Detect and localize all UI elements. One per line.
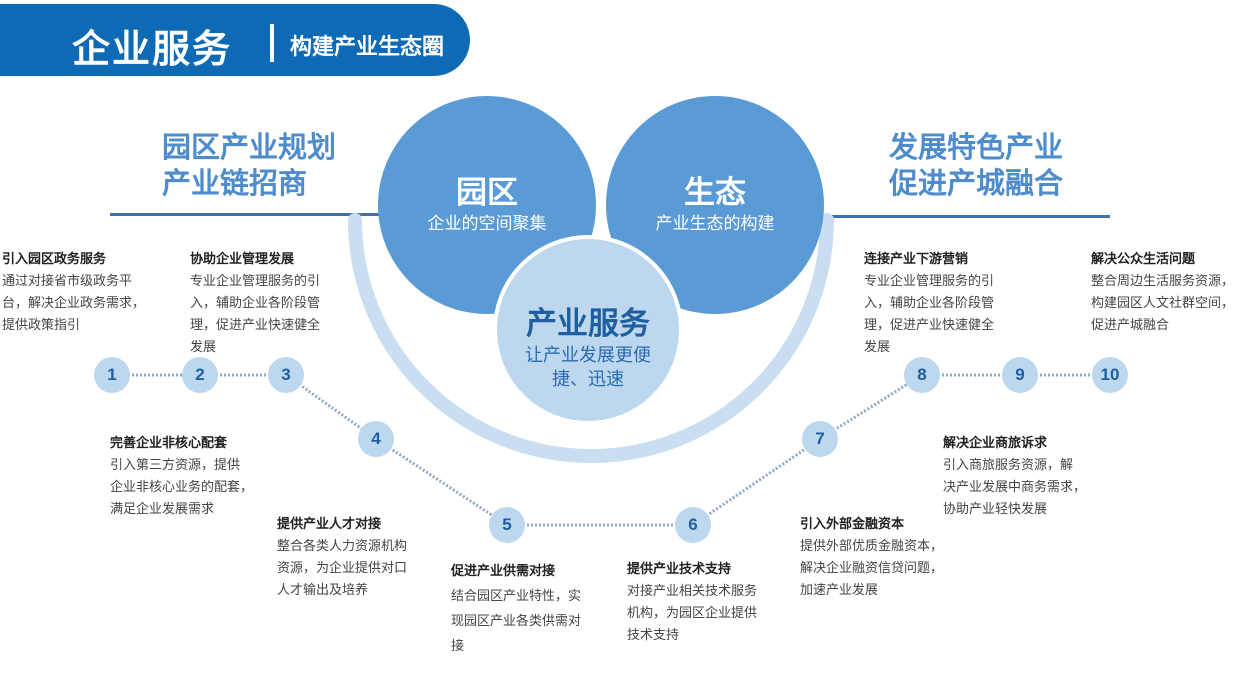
step-node-2: 2 — [182, 357, 218, 393]
step-10-text: 整合周边生活服务资源， 构建园区人文社群空间， 促进产城融合 — [1091, 273, 1235, 332]
right-heading-line2: 促进产城融合 — [889, 168, 1064, 200]
step-node-4: 4 — [358, 421, 394, 457]
step-node-3: 3 — [268, 357, 304, 393]
step-7-desc: 引入外部金融资本 提供外部优质金融资本， 解决企业融资信贷问题， 加速产业发展 — [800, 513, 970, 601]
circle-service-subtitle-line1: 让产业发展更便 — [525, 345, 651, 365]
circle-ecology: 生态 产业生态的构建 — [606, 96, 824, 314]
page-title: 企业服务 — [72, 29, 233, 71]
step-node-9: 9 — [1002, 357, 1038, 393]
circle-service: 产业服务 让产业发展更便 捷、迅速 — [493, 235, 683, 425]
left-heading: 园区产业规划 产业链招商 — [162, 130, 336, 202]
step-2-text: 专业企业管理服务的引 入，辅助企业各阶段管 理，促进产业快速健全 发展 — [190, 273, 321, 354]
step-node-1: 1 — [94, 357, 130, 393]
step-6-title: 提供产业技术支持 — [627, 561, 732, 576]
step-node-5: 5 — [489, 507, 525, 543]
step-3-title: 完善企业非核心配套 — [110, 435, 228, 450]
step-10-desc: 解决公众生活问题 整合周边生活服务资源， 构建园区人文社群空间， 促进产城融合 — [1091, 248, 1243, 336]
step-4-title: 提供产业人才对接 — [277, 516, 382, 531]
step-5-desc: 促进产业供需对接 结合园区产业特性，实 现园区产业各类供需对 接 — [451, 558, 611, 658]
step-3-text: 引入第三方资源，提供 企业非核心业务的配套， 满足企业发展需求 — [110, 457, 254, 516]
step-4-text: 整合各类人力资源机构 资源，为企业提供对口 人才输出及培养 — [277, 538, 408, 597]
step-9-title: 解决企业商旅诉求 — [943, 435, 1048, 450]
circle-ecology-title: 生态 — [684, 175, 746, 210]
step-7-title: 引入外部金融资本 — [800, 516, 905, 531]
step-2-desc: 协助企业管理发展 专业企业管理服务的引 入，辅助企业各阶段管 理，促进产业快速健… — [190, 248, 350, 358]
step-5-text: 结合园区产业特性，实 现园区产业各类供需对 接 — [451, 588, 582, 653]
right-heading: 发展特色产业 促进产城融合 — [889, 130, 1063, 202]
left-heading-line1: 园区产业规划 — [162, 132, 337, 164]
step-9-desc: 解决企业商旅诉求 引入商旅服务资源，解 决产业发展中商务需求， 协助产业轻快发展 — [943, 432, 1113, 520]
right-heading-line1: 发展特色产业 — [889, 132, 1064, 164]
step-5-title: 促进产业供需对接 — [451, 563, 556, 578]
circle-park-subtitle: 企业的空间聚集 — [427, 214, 547, 233]
circle-park-title: 园区 — [456, 175, 518, 210]
step-4-desc: 提供产业人才对接 整合各类人力资源机构 资源，为企业提供对口 人才输出及培养 — [277, 513, 437, 601]
circle-service-subtitle-line2: 捷、迅速 — [552, 369, 624, 389]
page-subtitle: 构建产业生态圈 — [290, 34, 445, 59]
step-node-10: 10 — [1092, 357, 1128, 393]
circle-ecology-subtitle: 产业生态的构建 — [655, 214, 775, 233]
connector-7-8 — [819, 373, 923, 441]
step-1-text: 通过对接省市级政务平 台，解决企业政务需求， 提供政策指引 — [2, 273, 146, 332]
left-heading-rule — [110, 213, 390, 216]
step-7-text: 提供外部优质金融资本， 解决企业融资信贷问题， 加速产业发展 — [800, 538, 944, 597]
step-6-desc: 提供产业技术支持 对接产业相关技术服务 机构，为园区企业提供 技术支持 — [627, 558, 787, 646]
step-node-8: 8 — [904, 357, 940, 393]
header-divider — [270, 24, 274, 62]
step-node-7: 7 — [802, 421, 838, 457]
outer-arc — [348, 213, 834, 463]
step-1-desc: 引入园区政务服务 通过对接省市级政务平 台，解决企业政务需求， 提供政策指引 — [2, 248, 162, 336]
step-2-title: 协助企业管理发展 — [190, 251, 295, 266]
right-heading-rule — [820, 215, 1110, 218]
step-9-text: 引入商旅服务资源，解 决产业发展中商务需求， 协助产业轻快发展 — [943, 457, 1087, 516]
left-heading-line2: 产业链招商 — [162, 168, 308, 200]
step-6-text: 对接产业相关技术服务 机构，为园区企业提供 技术支持 — [627, 583, 758, 642]
step-8-title: 连接产业下游营销 — [864, 251, 969, 266]
step-node-6: 6 — [675, 507, 711, 543]
step-1-title: 引入园区政务服务 — [2, 251, 107, 266]
step-8-text: 专业企业管理服务的引 入，辅助企业各阶段管 理，促进产业快速健全 发展 — [864, 273, 995, 354]
step-3-desc: 完善企业非核心配套 引入第三方资源，提供 企业非核心业务的配套， 满足企业发展需… — [110, 432, 280, 520]
circle-service-title: 产业服务 — [526, 306, 650, 341]
step-8-desc: 连接产业下游营销 专业企业管理服务的引 入，辅助企业各阶段管 理，促进产业快速健… — [864, 248, 1024, 358]
step-10-title: 解决公众生活问题 — [1091, 251, 1196, 266]
header-banner: 企业服务 构建产业生态圈 — [0, 4, 470, 76]
connector-6-7 — [692, 437, 821, 527]
